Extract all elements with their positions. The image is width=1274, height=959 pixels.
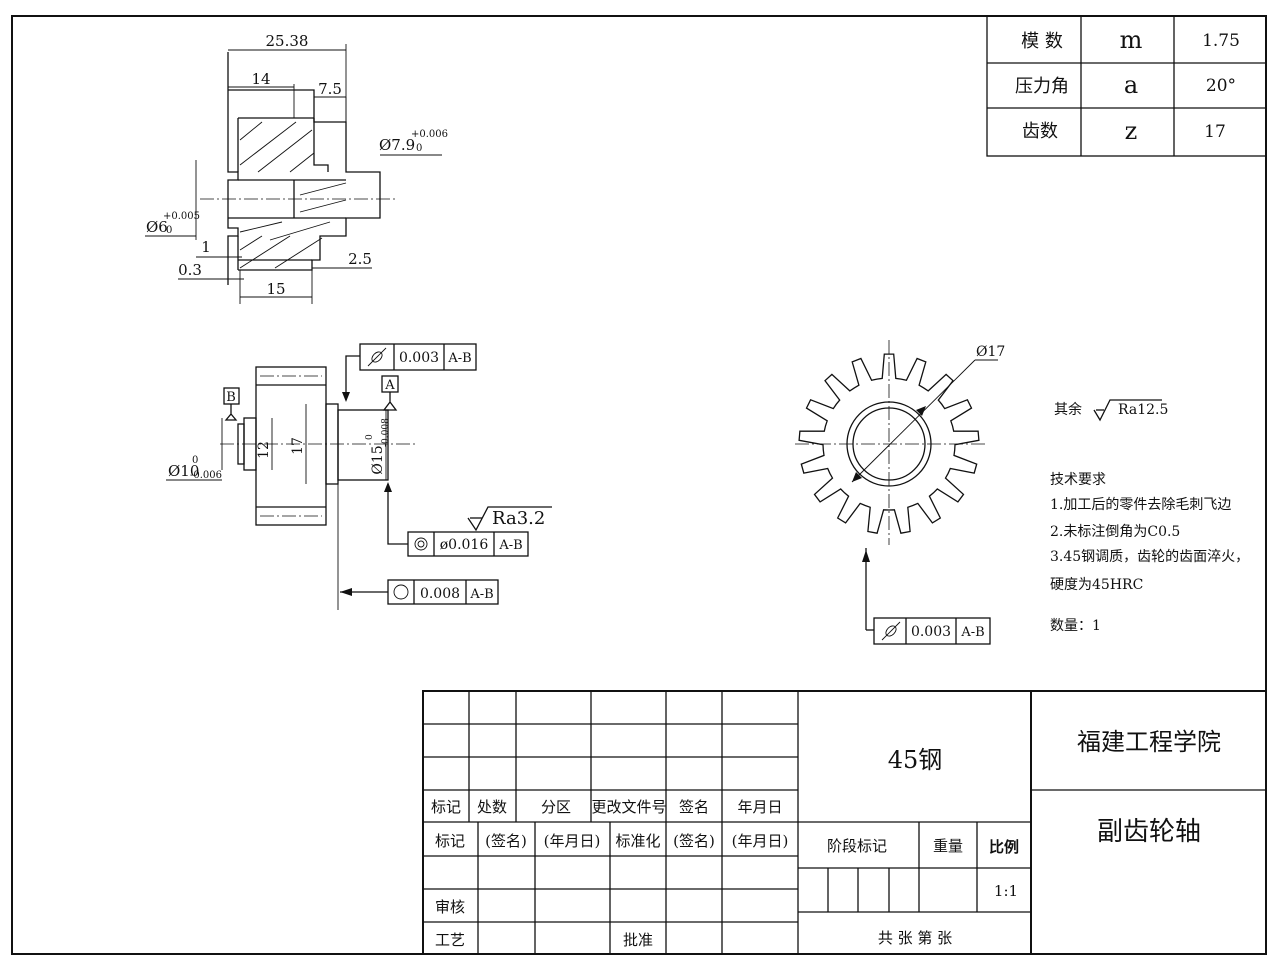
gear-teeth-outline	[798, 353, 980, 534]
sign-header-name: (签名)	[485, 832, 527, 850]
datum-a: A	[384, 378, 395, 393]
dim-dia-17-gear: Ø17	[976, 344, 1005, 360]
param-symbol-module: m	[1120, 26, 1143, 54]
dim-0-3: 0.3	[178, 261, 202, 279]
gear-parameter-table: 模 数 m 1.75 压力角 a 20° 齿数 z 17	[986, 15, 1267, 157]
param-name-pressure-angle: 压力角	[1015, 76, 1069, 97]
dim-dia-6: Ø6	[146, 218, 168, 236]
sign-header-date2: (年月日)	[732, 832, 789, 850]
dim-1: 1	[201, 238, 211, 256]
process-label: 工艺	[435, 931, 465, 949]
gear-view: Ø17 0.003 A-B	[795, 340, 1005, 645]
param-value-pressure-angle: 20°	[1206, 76, 1236, 96]
dim-dia-10-tol-up: 0	[192, 455, 198, 466]
notes-title: 技术要求	[1050, 472, 1106, 488]
dim-25-38: 25.38	[266, 32, 309, 50]
school-name: 福建工程学院	[1077, 728, 1221, 756]
rev-header-doc: 更改文件号	[591, 798, 666, 816]
sign-header-mark: 标记	[435, 832, 465, 850]
dim-dia-15: Ø15	[370, 445, 386, 474]
rev-header-zone: 分区	[541, 798, 571, 816]
dim-dia-7-9-tol-up: +0.006	[411, 129, 448, 140]
side-view: 12 17 Ø15 0 -0.008 Ø10 0 -0.006 B A 0.00…	[166, 343, 552, 610]
fcf-circularity	[387, 579, 499, 605]
param-name-teeth: 齿数	[1022, 121, 1058, 142]
dim-14: 14	[251, 70, 270, 88]
dim-dia-15-tol-up: 0	[365, 434, 375, 440]
scale-value: 1:1	[994, 882, 1018, 900]
fcf-runout-gear-datum: A-B	[960, 625, 984, 640]
fcf-runout-top-value: 0.003	[399, 350, 439, 366]
dim-dia-6-tol-lo: 0	[166, 225, 172, 236]
other-roughness-label: 其余	[1054, 401, 1082, 418]
param-value-teeth: 17	[1204, 122, 1226, 142]
section-view: 25.38 14 7.5 Ø7.9 +0.006 0 Ø6 +0.005 0 1…	[145, 32, 448, 304]
sheets-label: 共 张 第 张	[878, 929, 952, 947]
notes-line-2: 2.未标注倒角为C0.5	[1050, 524, 1180, 540]
param-value-module: 1.75	[1202, 31, 1240, 51]
sign-header-std: 标准化	[615, 832, 660, 850]
dim-dia-10-tol-lo: -0.006	[190, 470, 222, 481]
rev-header-sign: 签名	[679, 798, 709, 816]
sign-header-sign: (签名)	[673, 832, 715, 850]
dim-dia-15-tol-lo: -0.008	[381, 418, 391, 447]
material: 45钢	[888, 746, 943, 774]
sign-header-date: (年月日)	[544, 832, 601, 850]
weight-label: 重量	[933, 837, 963, 855]
dim-15: 15	[266, 280, 285, 298]
fcf-runout-top-datum: A-B	[447, 351, 471, 366]
other-roughness-ra: Ra12.5	[1118, 402, 1168, 418]
notes-line-1: 1.加工后的零件去除毛刺飞边	[1050, 497, 1231, 513]
fcf-concentricity-value: ø0.016	[440, 537, 489, 553]
scale-label: 比例	[989, 838, 1019, 856]
notes-quantity: 数量：1	[1050, 618, 1101, 634]
fcf-runout-gear	[873, 617, 991, 645]
dim-7-5: 7.5	[318, 80, 342, 98]
part-name: 副齿轮轴	[1097, 817, 1201, 847]
fcf-concentricity	[407, 531, 529, 557]
dim-2-5: 2.5	[348, 250, 372, 268]
param-symbol-teeth: z	[1125, 117, 1138, 145]
dim-dia-7-9: Ø7.9	[379, 136, 415, 154]
rev-header-count: 处数	[477, 798, 507, 816]
roughness-ra-3-2: Ra3.2	[492, 508, 545, 529]
dim-dia-6-tol-up: +0.005	[163, 211, 200, 222]
dim-dia-7-9-tol-lo: 0	[416, 143, 422, 154]
param-symbol-pressure-angle: a	[1124, 71, 1138, 99]
dim-17: 17	[290, 437, 306, 455]
notes-line-3: 3.45钢调质，齿轮的齿面淬火，	[1050, 549, 1249, 565]
stage-label: 阶段标记	[827, 837, 887, 855]
approve-label: 批准	[623, 931, 653, 949]
review-label: 审核	[435, 898, 465, 916]
fcf-runout-gear-value: 0.003	[911, 624, 951, 640]
fcf-circularity-value: 0.008	[420, 586, 460, 602]
datum-b: B	[226, 390, 236, 405]
title-block: 标记 处数 分区 更改文件号 签名 年月日 标记 (签名) (年月日) 标准化 …	[422, 690, 1267, 955]
fcf-circularity-datum: A-B	[469, 587, 493, 602]
fcf-runout-top	[359, 343, 477, 371]
notes-line-4: 硬度为45HRC	[1050, 577, 1143, 593]
dim-dia-10: Ø10	[168, 462, 199, 480]
rev-header-date: 年月日	[737, 798, 782, 816]
param-name-module: 模 数	[1021, 31, 1063, 52]
technical-notes: 其余 Ra12.5 技术要求 1.加工后的零件去除毛刺飞边 2.未标注倒角为C0…	[1050, 399, 1249, 634]
fcf-concentricity-datum: A-B	[498, 538, 522, 553]
rev-header-mark: 标记	[431, 798, 461, 816]
dim-12: 12	[256, 441, 272, 459]
